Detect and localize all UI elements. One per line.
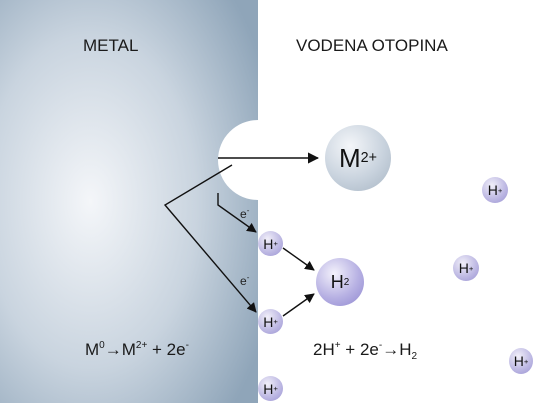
electron-symbol: e (240, 274, 247, 288)
h-ion-charge: + (523, 356, 529, 366)
cathodic-mid: + 2e (340, 340, 379, 359)
metal-label: METAL (83, 36, 139, 55)
arrow-h-to-h2-lower (282, 293, 315, 317)
h-ion-charge: + (273, 239, 278, 248)
electron-symbol: e (240, 207, 247, 221)
cathodic-arrow: → (382, 340, 400, 359)
h-ion-charge: + (468, 263, 474, 273)
electron-charge: - (246, 206, 250, 215)
solution-label: VODENA OTOPINA (296, 36, 448, 55)
h-ion-symbol: H (263, 380, 274, 397)
electron-label: e- (240, 273, 249, 288)
h2-subscript: 2 (343, 276, 350, 288)
hydrogen-ion-bubble: H+ (453, 255, 479, 281)
anodic-m-product: M (121, 340, 136, 359)
hydrogen-ion-bubble: H+ (509, 348, 533, 374)
anodic-rhs: + 2e (147, 340, 186, 359)
h-ion-symbol: H (263, 313, 274, 330)
hydrogen-ion-bubble: H+ (258, 231, 283, 256)
h-ion-symbol: H (513, 353, 524, 369)
h2-symbol: H (330, 271, 344, 292)
cathodic-mid-sup: - (378, 340, 383, 351)
metal-block (0, 0, 258, 403)
hydrogen-ion-bubble: H+ (258, 309, 283, 334)
h-ion-symbol: H (487, 182, 498, 198)
electron-path-upper (217, 193, 257, 233)
metal-ion-charge: 2+ (360, 150, 377, 166)
cathodic-product-sub: 2 (411, 351, 418, 362)
h-ion-charge: + (497, 185, 503, 195)
anodic-arrow: → (104, 340, 122, 359)
cathodic-equation: 2H+ + 2e-→H2 (313, 340, 417, 362)
h-ion-symbol: H (458, 260, 469, 276)
anodic-rhs-sup: - (185, 340, 189, 351)
hydrogen-ion-bubble: H+ (258, 376, 283, 401)
electron-label: e- (240, 206, 249, 221)
h-ion-charge: + (273, 317, 278, 326)
anodic-sup-left: 0 (99, 340, 105, 351)
h-ion-charge: + (273, 384, 278, 393)
cathodic-lhs: 2H (313, 340, 335, 359)
electron-charge: - (246, 273, 250, 282)
metal-ion-symbol: M (339, 142, 361, 173)
hydrogen-ion-bubble: H+ (482, 177, 508, 203)
anodic-m: M (85, 340, 100, 359)
cathodic-product: H (399, 340, 412, 359)
anodic-sup-right: 2+ (135, 340, 148, 351)
cathodic-lhs-sup: + (334, 340, 341, 351)
electron-path-main (163, 164, 257, 313)
anodic-equation: M0→M2+ + 2e- (85, 340, 189, 360)
h-ion-symbol: H (263, 235, 274, 252)
arrow-h-to-h2-upper (282, 247, 315, 271)
